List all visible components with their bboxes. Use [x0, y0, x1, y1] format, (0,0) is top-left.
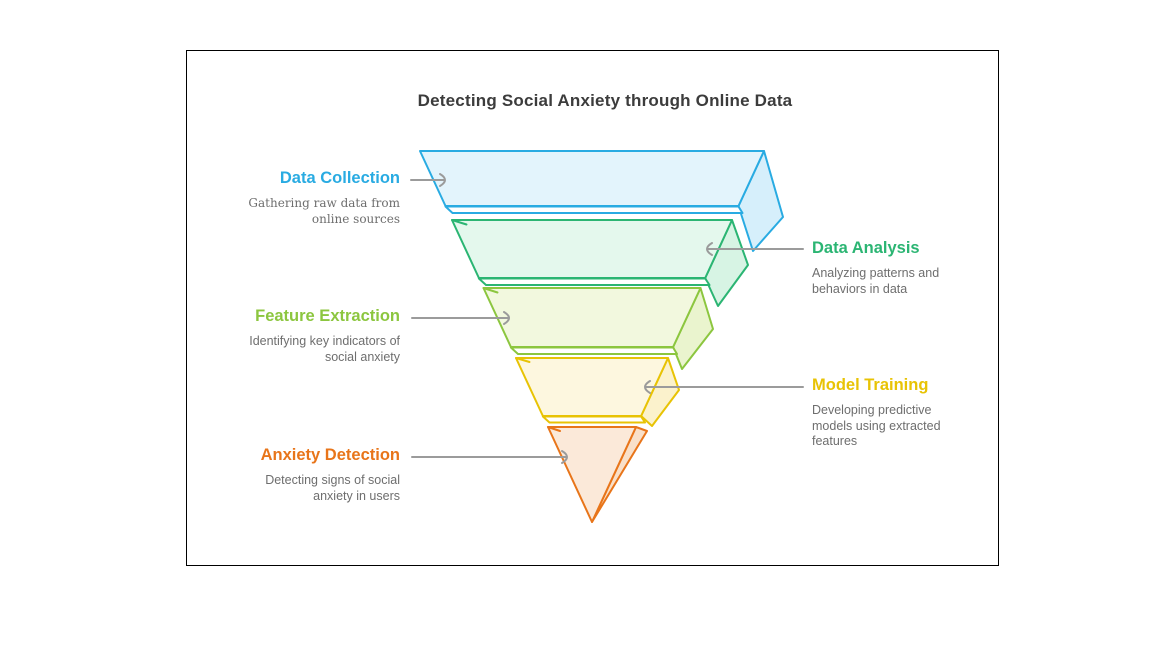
- page-title: Detecting Social Anxiety through Online …: [417, 91, 793, 110]
- stage-description: Gathering raw data from online sources: [248, 196, 400, 226]
- stage-front-face: [515, 357, 669, 417]
- stage-description: Detecting signs of social anxiety in use…: [265, 473, 400, 503]
- stage-title: Anxiety Detection: [260, 446, 400, 464]
- stage-title: Model Training: [812, 376, 929, 394]
- arrow-head-icon: [644, 380, 651, 394]
- stage-description: Analyzing patterns and behaviors in data: [812, 266, 940, 296]
- stage-fold: [482, 287, 499, 294]
- stage-bottom-lip: [509, 346, 678, 355]
- arrow-head-icon: [439, 173, 446, 187]
- arrow-head-icon: [561, 450, 568, 464]
- arrow-head-icon: [706, 242, 713, 256]
- arrow-data-analysis: [706, 242, 804, 256]
- funnel-stage-data-analysis: [451, 219, 749, 307]
- stage-label-model-training: Model Training Developing predictive mod…: [812, 376, 974, 450]
- funnel-stage-anxiety-detection: [547, 426, 648, 523]
- stage-front-face: [419, 150, 765, 207]
- stage-label-anxiety-detection: Anxiety Detection Detecting signs of soc…: [225, 446, 400, 504]
- stage-description: Developing predictive models using extra…: [812, 403, 941, 448]
- stage-front-face: [451, 219, 733, 279]
- stage-fold: [547, 426, 561, 432]
- stage-fold: [451, 219, 468, 226]
- stage-label-data-analysis: Data Analysis Analyzing patterns and beh…: [812, 239, 974, 297]
- funnel-stage-data-collection: [419, 150, 784, 252]
- arrow-head-icon: [503, 311, 510, 325]
- funnel-stage-model-training: [515, 357, 680, 427]
- stage-fold: [515, 357, 531, 363]
- arrow-model-training: [644, 380, 804, 394]
- stage-title: Feature Extraction: [255, 307, 400, 325]
- stage-title: Data Collection: [279, 169, 400, 187]
- stage-bottom-lip: [444, 205, 744, 214]
- stage-bottom-lip: [541, 415, 646, 424]
- stage-label-feature-extraction: Feature Extraction Identifying key indic…: [225, 307, 400, 365]
- arrow-feature-extraction: [411, 311, 510, 325]
- arrow-data-collection: [410, 173, 446, 187]
- stage-title: Data Analysis: [812, 239, 920, 257]
- stage-front-face: [547, 426, 637, 523]
- stage-bottom-lip: [477, 277, 711, 286]
- stage-front-face: [482, 287, 702, 348]
- arrow-anxiety-detection: [411, 450, 568, 464]
- stage-label-data-collection: Data Collection Gathering raw data from …: [225, 169, 400, 227]
- funnel-stage-feature-extraction: [482, 287, 714, 370]
- stage-description: Identifying key indicators of social anx…: [249, 334, 400, 364]
- connector-arrows: [410, 173, 804, 464]
